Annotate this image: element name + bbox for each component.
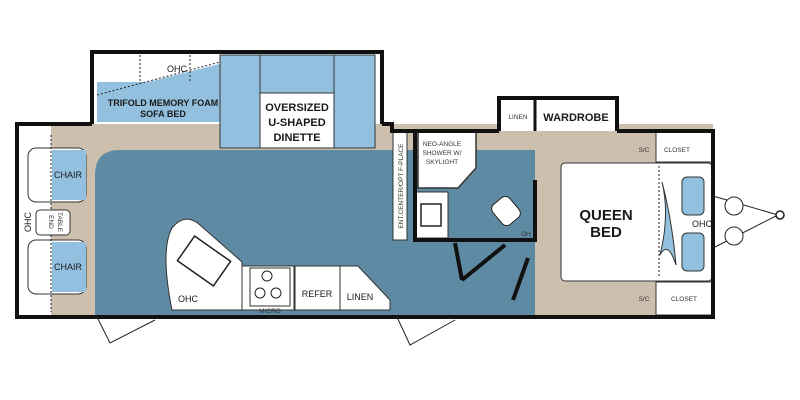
- refer-label: REFER: [302, 289, 333, 299]
- pillow: [681, 232, 705, 272]
- linen-label: LINEN: [347, 292, 374, 302]
- chair-label: CHAIR: [54, 262, 83, 272]
- shower-label: NEO-ANGLE: [423, 141, 462, 148]
- closet-label: CLOSET: [664, 147, 690, 154]
- wardrobe-label: WARDROBE: [543, 112, 608, 124]
- dinette-label: OVERSIZED: [265, 102, 329, 114]
- ohc-label: OHC: [167, 64, 188, 74]
- end-table: [35, 209, 71, 236]
- bath-sink: [420, 203, 442, 227]
- bedroom-door[interactable]: [511, 257, 530, 301]
- sink: [176, 235, 232, 287]
- sofa-bed-label-2: SOFA BED: [140, 109, 186, 119]
- shower-label-2: SHOWER W/: [423, 150, 462, 157]
- entry-door-rear[interactable]: [396, 316, 456, 346]
- shower-label-3: SKYLIGHT: [426, 159, 458, 166]
- bed-label-2: BED: [590, 224, 622, 241]
- dinette-label-2: U-SHAPED: [268, 117, 326, 129]
- oh-label: OH: [521, 231, 531, 238]
- bed-label: QUEEN: [579, 207, 632, 224]
- end-table-label-2: TABLE: [56, 212, 63, 233]
- micro-label: MICRO: [259, 308, 281, 315]
- ent-center-label: ENT.CENTER/OPT F-PLACE: [398, 143, 405, 229]
- exterior-wall: [15, 122, 715, 319]
- hitch: [712, 195, 785, 249]
- toilet: [491, 195, 521, 227]
- end-table-label: END: [47, 215, 54, 229]
- refrigerator: [294, 265, 341, 311]
- closet-label: CLOSET: [671, 296, 697, 303]
- stove: MICRO: [249, 267, 291, 315]
- wardrobe-linen-label: LINEN: [508, 114, 527, 121]
- entry-door[interactable]: [96, 316, 156, 344]
- sc-label: S/C: [639, 296, 650, 303]
- wardrobe-slide: [500, 98, 617, 131]
- kitchen-island: OHC: [165, 218, 243, 311]
- chair-top: CHAIR: [27, 147, 87, 203]
- linen-cabinet: [339, 265, 391, 311]
- pillow: [681, 176, 705, 216]
- dinette-label-3: DINETTE: [273, 132, 320, 144]
- bath-door[interactable]: [453, 242, 507, 282]
- ohc-front-label: OHC: [23, 212, 33, 233]
- chair-bottom: CHAIR: [27, 239, 87, 295]
- ohc-kitchen-label: OHC: [178, 294, 199, 304]
- ohc-bed-label: OHC: [692, 219, 713, 229]
- sc-label: S/C: [639, 147, 650, 154]
- sofa-bed-label: TRIFOLD MEMORY FOAM: [108, 98, 219, 108]
- slideout: OHC TRIFOLD MEMORY FOAM SOFA BED OVERSIZ…: [90, 50, 384, 149]
- chair-label: CHAIR: [54, 170, 83, 180]
- closet-bottom: [655, 281, 713, 316]
